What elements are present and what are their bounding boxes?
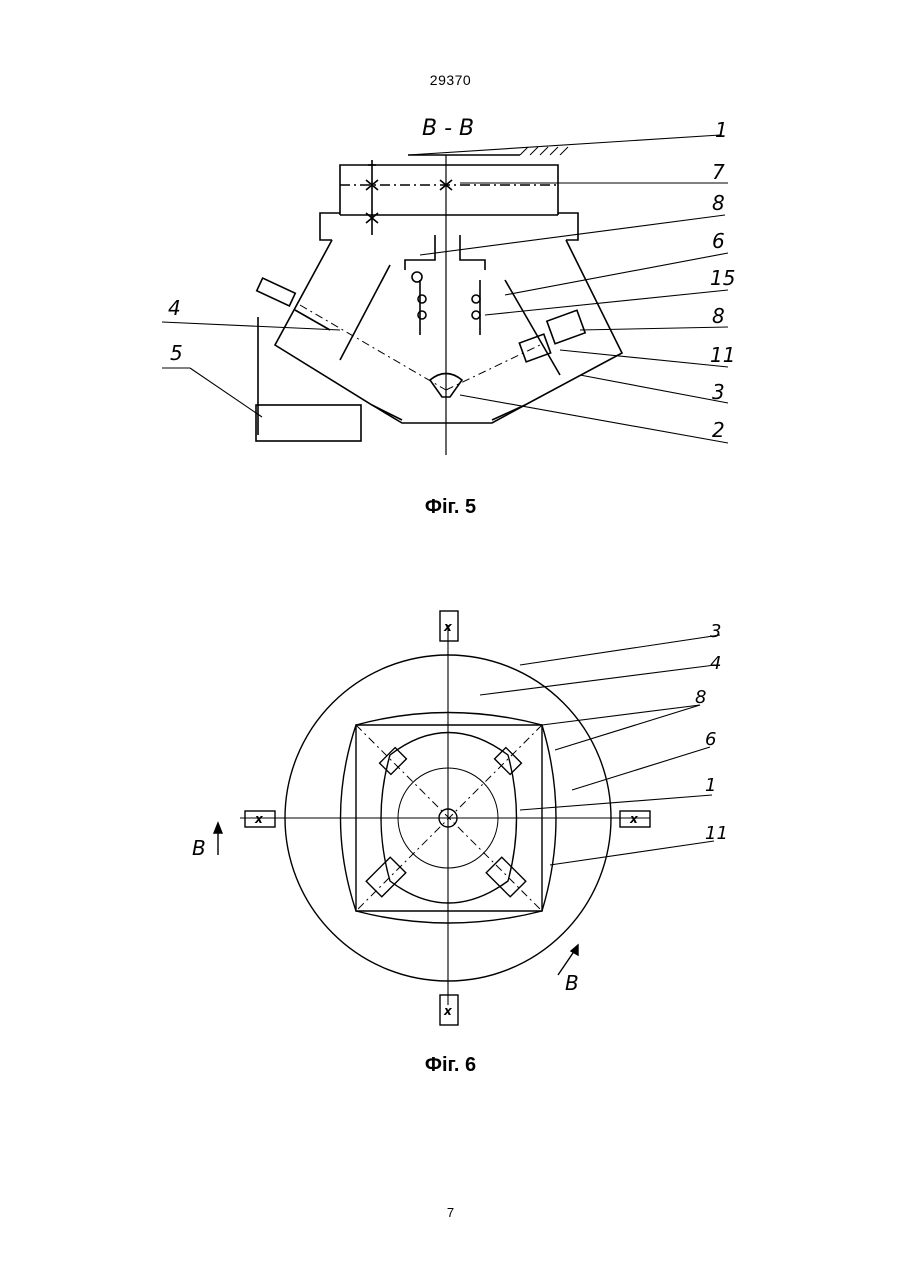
document-number: 29370 xyxy=(0,72,901,88)
callout-4: 4 xyxy=(168,296,181,320)
callout-7: 7 xyxy=(712,160,725,184)
callout-15: 15 xyxy=(710,266,735,290)
svg-text:x: x xyxy=(443,1004,453,1018)
callout-11: 11 xyxy=(710,343,735,367)
callout-3: 3 xyxy=(712,380,725,404)
callout-1: 1 xyxy=(705,775,716,796)
callout-11: 11 xyxy=(705,823,728,844)
svg-text:x: x xyxy=(254,812,264,826)
figure-6-caption: Фіг. 6 xyxy=(0,1054,901,1077)
callout-4: 4 xyxy=(710,653,721,674)
callout-2: 2 xyxy=(712,418,725,442)
page-number: 7 xyxy=(0,1205,901,1220)
svg-text:x: x xyxy=(629,812,639,826)
figure-5-caption: Фіг. 5 xyxy=(0,496,901,519)
callout-8: 8 xyxy=(695,687,706,708)
callout-5: 5 xyxy=(170,341,183,365)
section-label-bb: B - B xyxy=(422,116,474,141)
section-marker-left: B xyxy=(192,836,206,860)
callout-8-bottom: 8 xyxy=(712,304,725,328)
figure-5-drawing: B - B 1 7 8 6 15 8 11 3 2 4 5 xyxy=(140,105,760,485)
figure-6-drawing: x x x x 3 4 8 6 1 11 B B xyxy=(180,605,740,1035)
callout-1: 1 xyxy=(715,118,728,142)
callout-6: 6 xyxy=(705,729,716,750)
callout-3: 3 xyxy=(710,621,721,642)
section-marker-right: B xyxy=(565,971,579,995)
callout-6: 6 xyxy=(712,229,725,253)
svg-text:x: x xyxy=(443,620,453,634)
callout-8-top: 8 xyxy=(712,191,725,215)
